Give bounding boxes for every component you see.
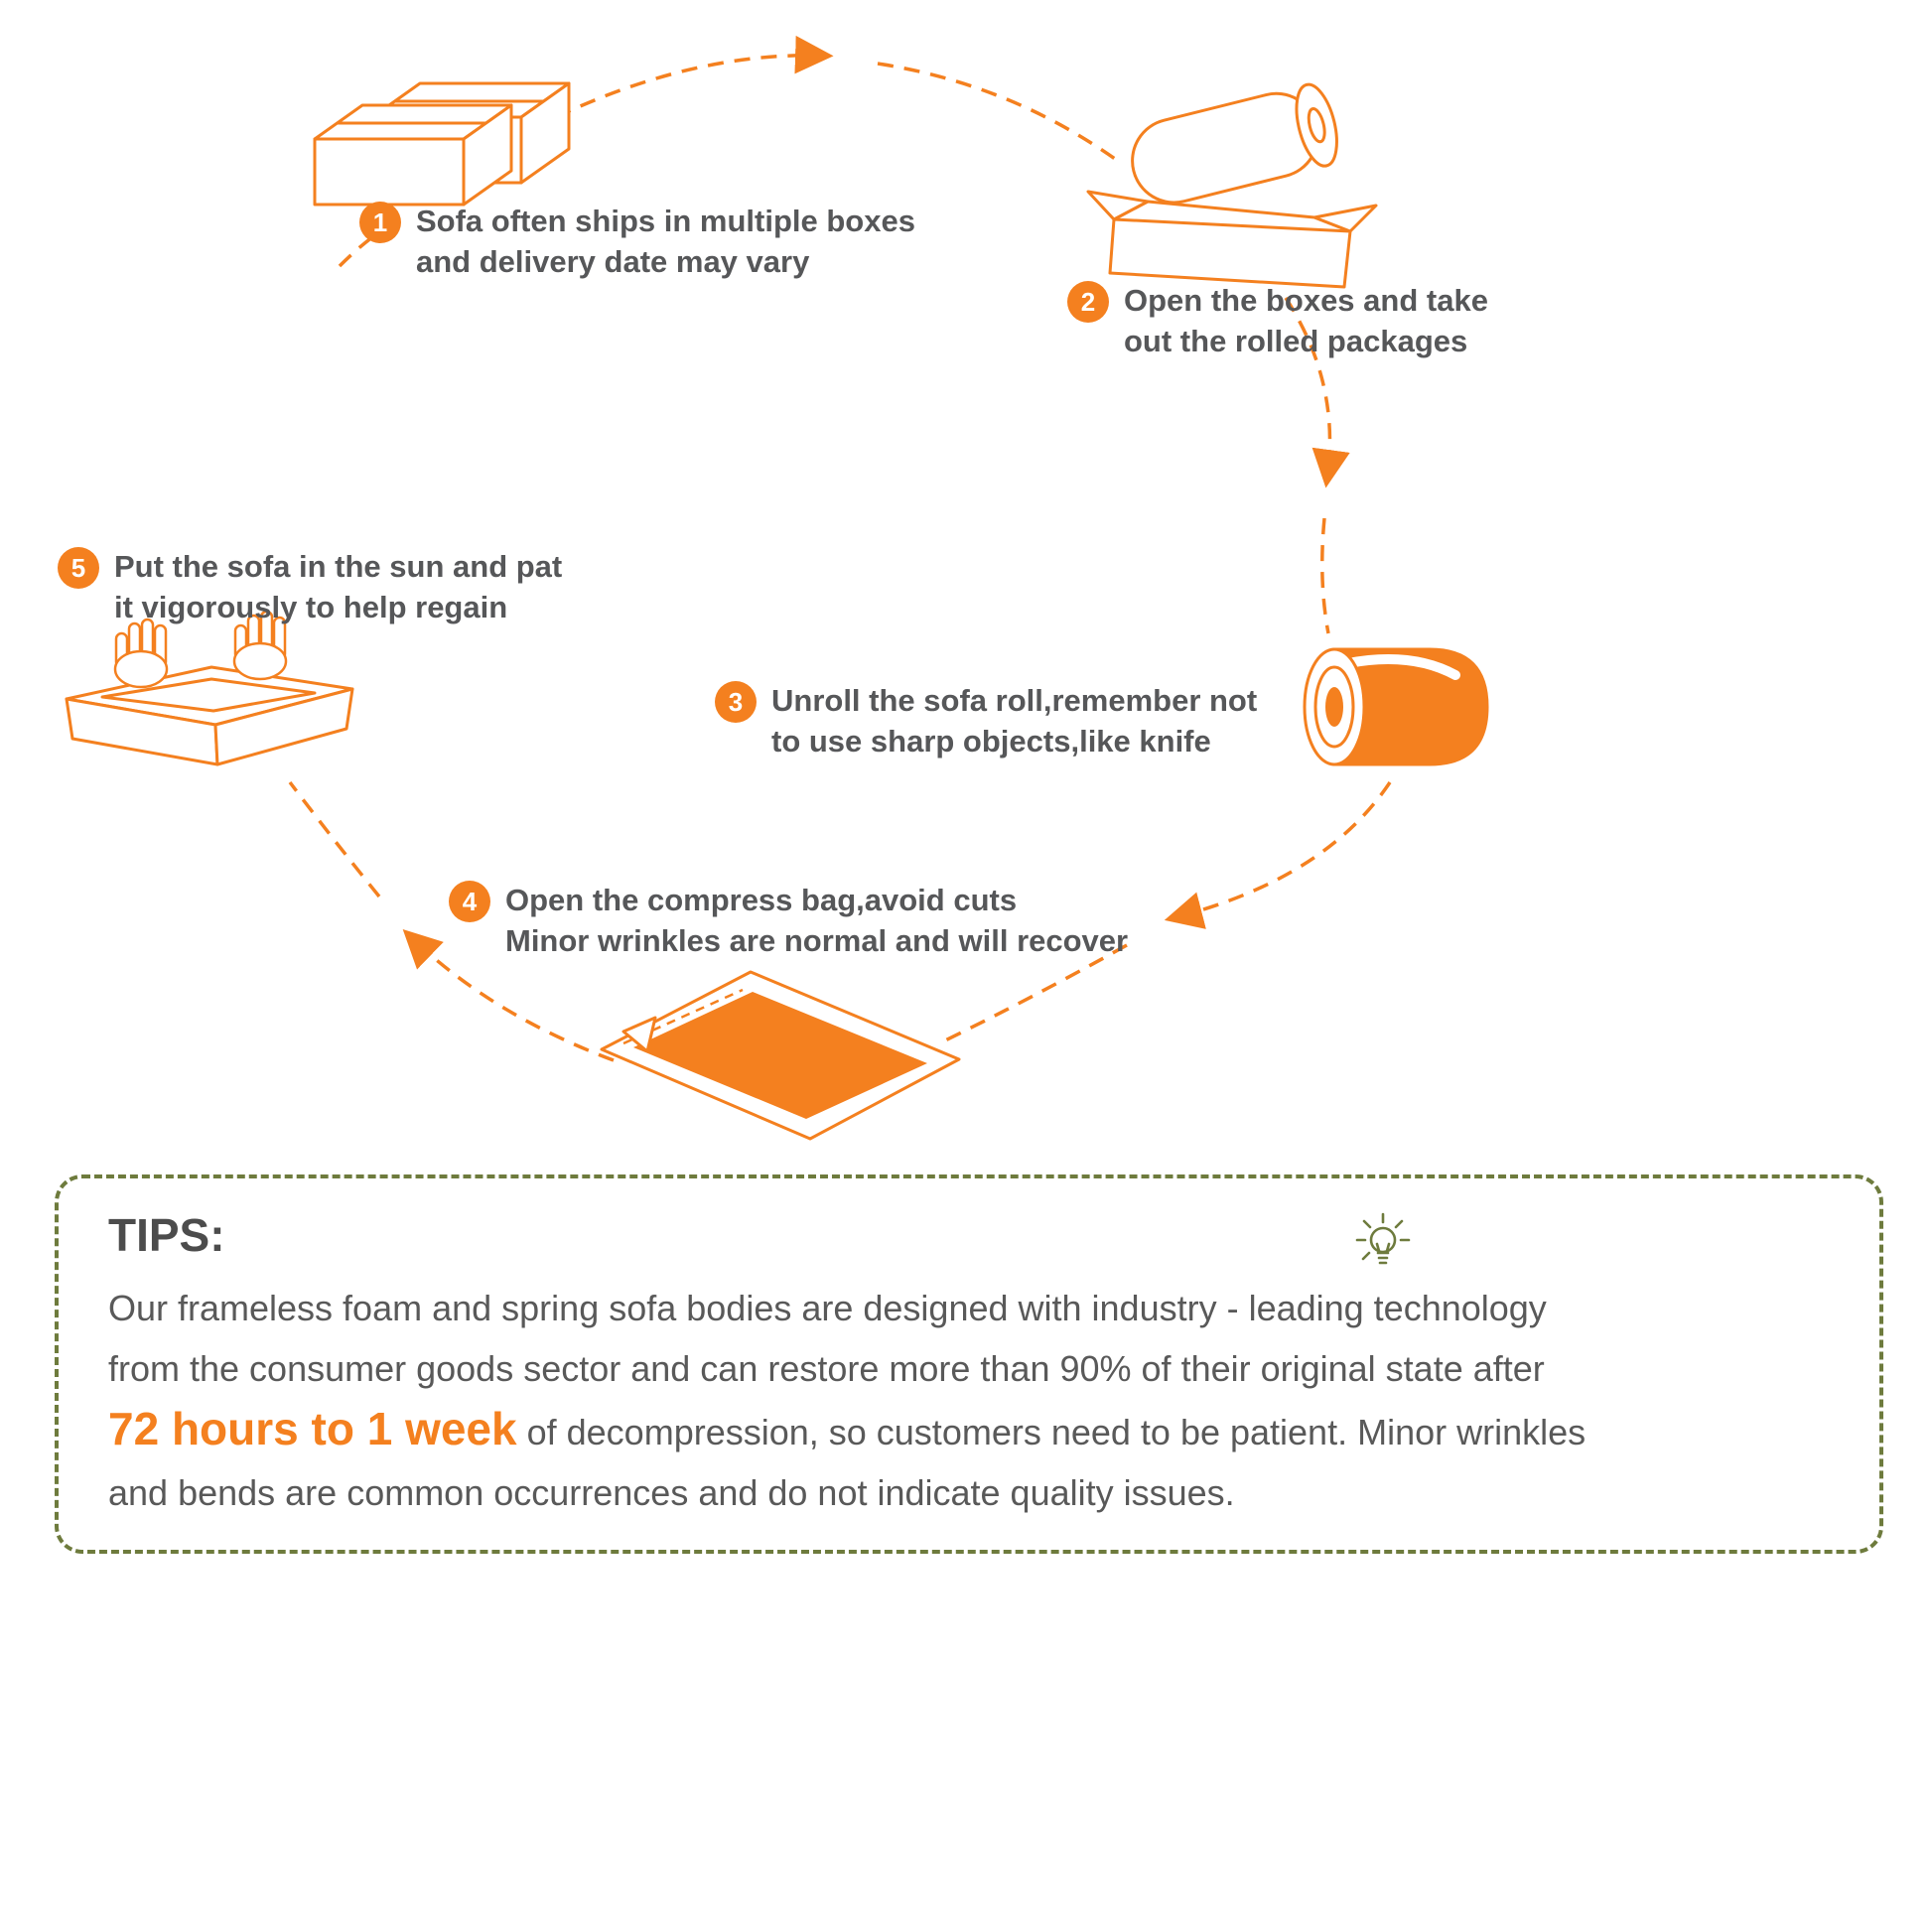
step-1-line2: and delivery date may vary <box>416 244 810 279</box>
step-5-text: Put the sofa in the sun and pat it vigor… <box>114 546 562 627</box>
step-2: 2 Open the boxes and take out the rolled… <box>1067 280 1488 361</box>
step-1-line1: Sofa often ships in multiple boxes <box>416 204 915 238</box>
step-4-text: Open the compress bag,avoid cuts Minor w… <box>505 880 1128 961</box>
tips-line-4: and bends are common occurrences and do … <box>108 1472 1235 1513</box>
step-3-badge: 3 <box>715 681 757 723</box>
step-3-line1: Unroll the sofa roll,remember not <box>771 683 1258 718</box>
shipping-boxes-icon <box>313 81 571 207</box>
step-5-line2: it vigorously to help regain <box>114 590 508 624</box>
compress-bag-icon <box>600 970 961 1141</box>
step-1-text: Sofa often ships in multiple boxes and d… <box>416 201 915 282</box>
open-box-roll-icon <box>1086 82 1378 289</box>
tips-line-1: Our frameless foam and spring sofa bodie… <box>108 1288 1547 1328</box>
right-hand-icon <box>232 610 288 681</box>
step-5-badge: 5 <box>58 547 99 589</box>
sofa-roll-icon <box>1303 647 1489 766</box>
sofa-pat-icon <box>65 610 354 766</box>
flow-diagram <box>65 35 1489 1141</box>
step-2-line2: out the rolled packages <box>1124 324 1468 358</box>
tips-panel: TIPS: Our frameless foam and spring sofa… <box>55 1174 1883 1554</box>
step-4: 4 Open the compress bag,avoid cuts Minor… <box>449 880 1128 961</box>
tips-line-2: from the consumer goods sector and can r… <box>108 1348 1545 1389</box>
step-1-badge: 1 <box>359 202 401 243</box>
step-4-badge: 4 <box>449 881 490 922</box>
flow-arrows <box>288 35 1392 1062</box>
lightbulb-icon <box>1355 1212 1411 1265</box>
step-3-line2: to use sharp objects,like knife <box>771 724 1211 759</box>
step-1: 1 Sofa often ships in multiple boxes and… <box>359 201 915 282</box>
step-5-line1: Put the sofa in the sun and pat <box>114 549 563 584</box>
left-hand-icon <box>113 618 169 689</box>
step-2-line1: Open the boxes and take <box>1124 283 1488 318</box>
step-3-text: Unroll the sofa roll,remember not to use… <box>771 680 1257 761</box>
tips-line-3-rest: of decompression, so customers need to b… <box>516 1412 1587 1452</box>
tips-line-3: 72 hours to 1 week of decompression, so … <box>108 1399 1830 1462</box>
step-2-text: Open the boxes and take out the rolled p… <box>1124 280 1488 361</box>
step-3: 3 Unroll the sofa roll,remember not to u… <box>715 680 1257 761</box>
step-2-badge: 2 <box>1067 281 1109 323</box>
tips-highlight: 72 hours to 1 week <box>108 1403 517 1454</box>
tips-body: Our frameless foam and spring sofa bodie… <box>108 1278 1830 1523</box>
step-4-line2: Minor wrinkles are normal and will recov… <box>505 923 1129 958</box>
step-4-line1: Open the compress bag,avoid cuts <box>505 883 1018 917</box>
tips-title: TIPS: <box>108 1209 225 1261</box>
step-5: 5 Put the sofa in the sun and pat it vig… <box>58 546 562 627</box>
